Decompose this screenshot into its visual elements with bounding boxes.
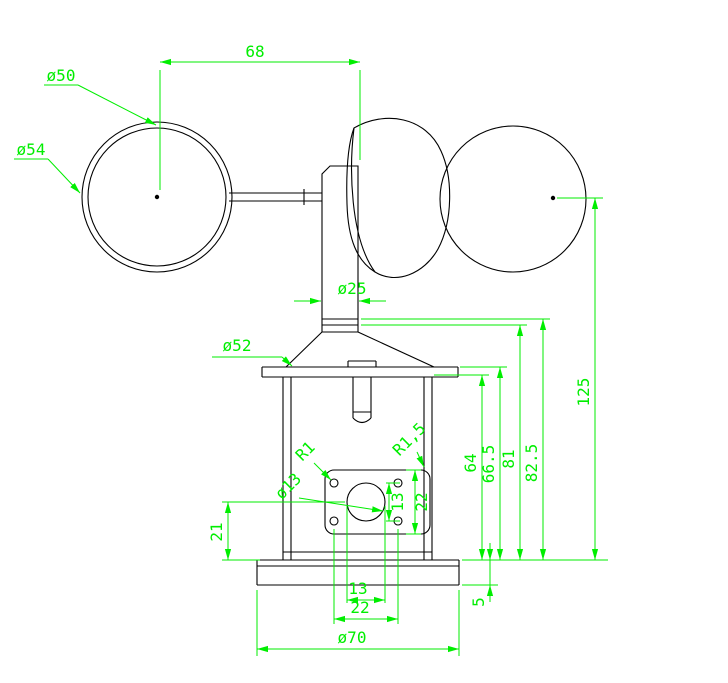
- dim-base-d70: ø70: [256, 590, 460, 656]
- dim-fillet-r15: R1,5: [389, 419, 430, 468]
- left-cup-outer-circle: [81, 121, 233, 273]
- body-columns: [282, 377, 433, 560]
- dim-5-label: 5: [469, 597, 488, 607]
- dim-665-label: 66.5: [479, 445, 498, 484]
- dim-shaft-bottom-81: 81: [361, 324, 527, 560]
- right-cup: [439, 125, 587, 273]
- dim-overall-height-125: 125: [557, 197, 603, 560]
- dim-fillet-r1: R1: [292, 438, 332, 481]
- dim-plate-to-base-21: 21: [207, 501, 345, 561]
- dim-r15-label: R1,5: [389, 419, 430, 460]
- support-arm: [229, 189, 322, 205]
- dim-13h-label: 13: [348, 579, 367, 598]
- dim-plate-height-22: 22: [406, 469, 431, 535]
- right-cup-circle: [439, 125, 587, 273]
- dimensions: 68 ø50 ø54 ø25 ø52 R1 R1,5: [14, 42, 608, 656]
- dim-arm-span-68: 68: [159, 42, 361, 190]
- dim-collar-d52: ø52: [212, 336, 293, 367]
- dim-22v-label: 22: [412, 492, 431, 511]
- center-hub: [321, 165, 359, 333]
- left-cup-center-mark: [154, 194, 160, 200]
- middle-cup: [346, 117, 451, 279]
- dim-housing-height-665: 66.5: [460, 366, 507, 560]
- dim-cup-inner-d50: ø50: [44, 66, 157, 126]
- dim-81-label: 81: [499, 449, 518, 468]
- dim-shaft-joint-825: 82.5: [361, 318, 550, 560]
- dim-hole-columns-22: 22: [333, 529, 399, 624]
- dim-hole-rows-13: 13: [385, 482, 407, 522]
- middle-cup-outline: [346, 117, 451, 279]
- dim-125-label: 125: [574, 378, 593, 407]
- dim-21-label: 21: [207, 522, 226, 541]
- dim-shaft-d25: ø25: [294, 279, 386, 305]
- base-plate: [256, 559, 460, 586]
- dim-68-label: 68: [245, 42, 264, 61]
- dim-d54-label: ø54: [17, 140, 46, 159]
- right-cup-center-mark: [550, 195, 556, 201]
- center-post: [352, 377, 372, 424]
- dim-r1-label: R1: [292, 438, 319, 465]
- dim-body-height-64: 64: [434, 374, 489, 560]
- dim-825-label: 82.5: [522, 444, 541, 483]
- dim-13v-label: 13: [388, 492, 407, 511]
- plate-hole-top-left: [329, 478, 339, 488]
- dim-d70-label: ø70: [338, 628, 367, 647]
- dim-d50-label: ø50: [47, 66, 76, 85]
- dim-center-hole-width-13: 13: [346, 506, 386, 604]
- dim-22h-label: 22: [350, 598, 369, 617]
- dim-d25-label: ø25: [338, 279, 367, 298]
- dim-cup-outer-d54: ø54: [14, 140, 81, 194]
- plate-center-hole: [346, 482, 386, 522]
- plate-hole-bottom-left: [329, 516, 339, 526]
- left-cup: [81, 121, 233, 273]
- dim-base-thickness-5: 5: [462, 543, 498, 607]
- hub-outline: [321, 165, 359, 333]
- dim-d52-label: ø52: [223, 336, 252, 355]
- left-cup-inner-circle: [87, 127, 227, 267]
- dim-64-label: 64: [461, 453, 480, 472]
- middle-cup-rim: [351, 127, 376, 273]
- bell-housing: [261, 331, 459, 378]
